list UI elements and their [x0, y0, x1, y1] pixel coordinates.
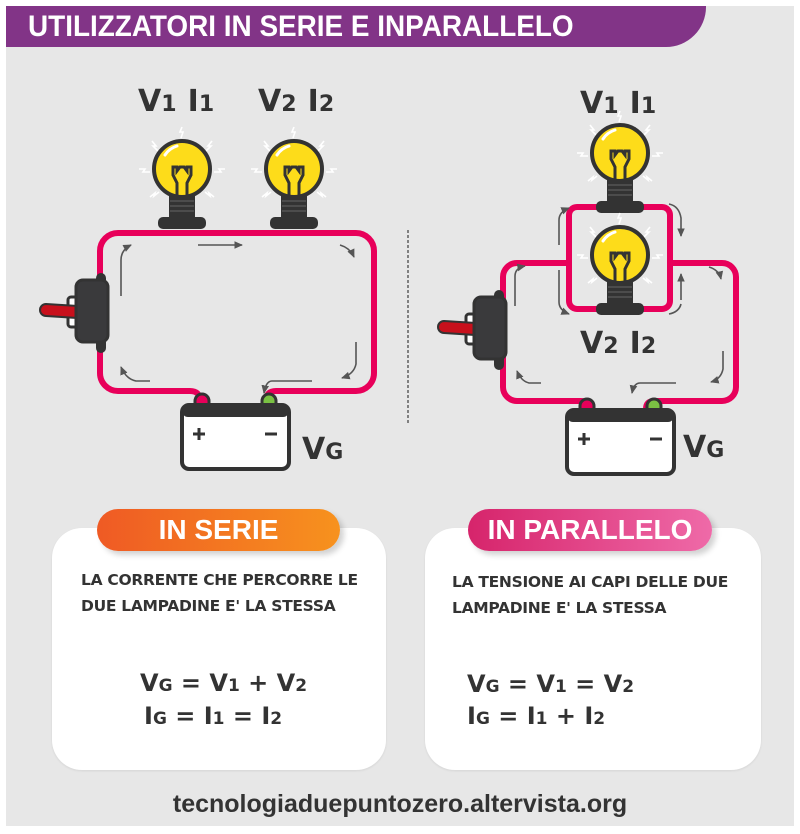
current-arrows [514, 203, 724, 394]
parallel-circuit [436, 109, 739, 476]
parallelo-heading-pill: IN PARALLELO [468, 509, 712, 551]
bulb-1-icon [137, 125, 227, 231]
circuits-diagram [38, 109, 739, 476]
bulb-2-icon [575, 211, 665, 317]
parallelo-formula-current: IG = I1 + I2 [467, 702, 606, 730]
toggle-switch-icon [38, 271, 110, 355]
series-bulb-1-label: V1 I1 [138, 84, 215, 119]
series-wire [97, 230, 377, 402]
parallel-bulb-2-label: V2 I2 [580, 326, 657, 361]
series-bulb-2-label: V2 I2 [258, 84, 335, 119]
current-arrows [120, 241, 357, 394]
serie-formula-current: IG = I1 = I2 [144, 702, 283, 730]
parallelo-card [425, 528, 761, 770]
parallelo-description: LA TENSIONE AI CAPI DELLE DUE LAMPADINE … [452, 573, 729, 617]
bulb-2-icon [249, 125, 339, 231]
battery-icon [180, 392, 291, 471]
serie-card [52, 528, 386, 770]
parallel-battery-label: VG [683, 430, 725, 465]
footer-site-url: tecnologiaduepuntozero.altervista.org [172, 790, 628, 818]
toggle-switch-icon [436, 288, 508, 372]
series-battery-label: VG [302, 432, 344, 467]
parallelo-formula-voltage: VG = V1 = V2 [467, 670, 635, 698]
parallel-bulb-1-label: V1 I1 [580, 86, 657, 121]
series-circuit [38, 125, 377, 471]
serie-heading-pill: IN SERIE [97, 509, 340, 551]
title-banner: UTILIZZATORI IN SERIE E INPARALLELO [6, 6, 706, 47]
battery-icon [565, 397, 676, 476]
page-title: UTILIZZATORI IN SERIE E INPARALLELO [28, 10, 574, 43]
bulb-1-icon [575, 109, 665, 215]
serie-formula-voltage: VG = V1 + V2 [140, 669, 308, 697]
serie-description: LA CORRENTE CHE PERCORRE LE DUE LAMPADIN… [81, 571, 358, 615]
